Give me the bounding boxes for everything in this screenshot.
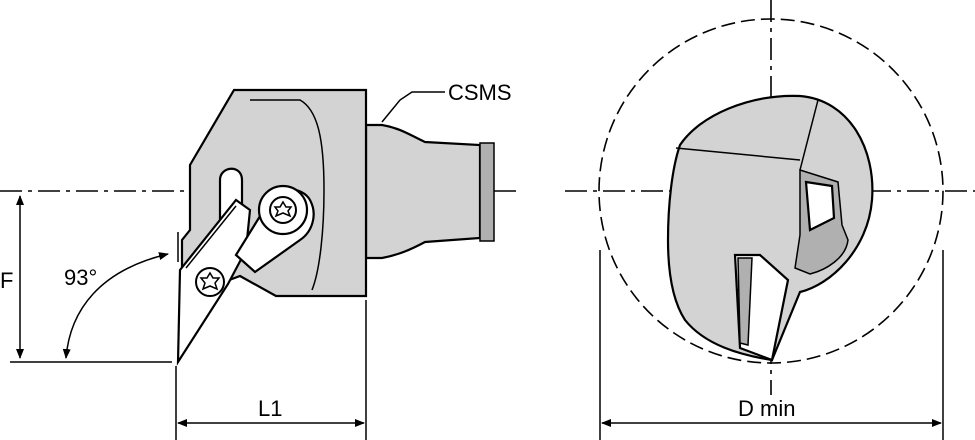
insert-edge [185,205,237,269]
shank [364,123,482,260]
length-label: L1 [258,396,282,421]
insert-side-face [737,257,753,346]
end-view: D min [565,0,975,440]
height-label: F [0,268,13,293]
clamp-face [804,180,836,232]
torx-screw-icon [195,267,225,297]
shank-flange [479,142,495,242]
face-edge-line [675,147,801,161]
csms-leader [381,91,445,123]
diameter-label: D min [738,396,795,421]
angle-arc [62,252,169,359]
torx-screw-icon [269,196,297,224]
side-view: CSMS F 93° L1 [0,80,520,440]
head-relief-line [250,99,325,291]
shank-label: CSMS [448,80,512,105]
end-face [666,94,874,362]
angle-label: 93° [64,265,97,290]
face-edge-line-2 [799,99,819,171]
